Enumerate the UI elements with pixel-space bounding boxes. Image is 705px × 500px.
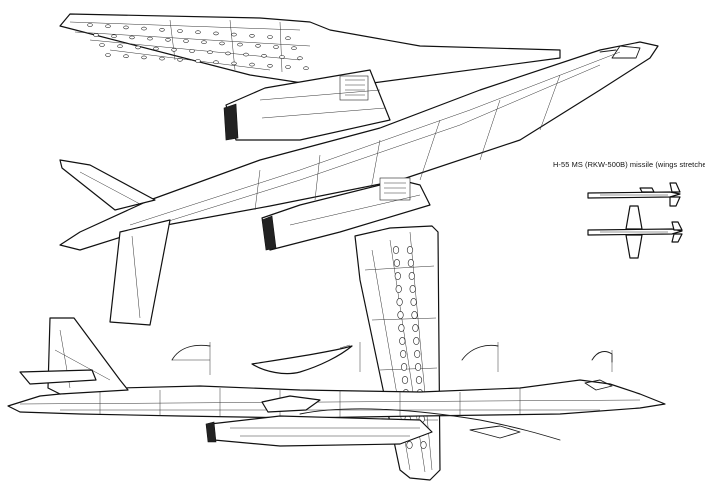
access-panel	[415, 376, 423, 384]
access-panel	[141, 26, 147, 31]
access-panel	[395, 285, 402, 293]
access-panel	[412, 324, 419, 332]
access-panel	[267, 35, 273, 39]
side-view-tail-fin	[19, 317, 129, 395]
access-panel	[207, 50, 213, 55]
access-panel	[243, 52, 249, 57]
access-panel	[213, 60, 219, 65]
access-panel	[129, 35, 135, 40]
access-panel	[392, 246, 400, 254]
access-panel	[195, 30, 201, 35]
access-panel	[105, 24, 111, 29]
access-panel	[237, 42, 243, 47]
access-panel	[273, 45, 279, 49]
access-panel	[123, 54, 129, 59]
access-panel	[398, 324, 405, 332]
access-panel	[159, 27, 165, 32]
side-view-fuselage	[7, 379, 666, 419]
missile-caption: H-55 MS (RKW-500B) missile (wings stretc…	[553, 160, 705, 169]
section-profile-right	[461, 342, 613, 372]
top-view-left-wing	[59, 13, 561, 89]
access-panel	[406, 441, 413, 449]
access-panel	[410, 298, 417, 306]
access-panel	[231, 61, 237, 66]
access-panel	[420, 441, 427, 449]
access-panel	[401, 376, 409, 384]
access-panel	[285, 36, 291, 41]
section-profile-left	[171, 342, 211, 375]
access-panel	[219, 41, 225, 46]
access-panel	[231, 32, 237, 37]
access-panel	[171, 47, 177, 52]
section-profile-wing-shape	[251, 342, 361, 375]
access-panel	[401, 363, 408, 371]
access-panel	[249, 33, 255, 38]
access-panel	[213, 31, 219, 36]
access-panel	[406, 246, 414, 254]
access-panel	[165, 37, 171, 42]
access-panel	[225, 51, 231, 56]
access-panel	[291, 46, 297, 51]
access-panel	[87, 23, 93, 27]
top-view-fuselage	[59, 41, 659, 251]
access-panel	[261, 53, 267, 58]
top-view-tail	[59, 159, 171, 326]
access-panel	[201, 40, 207, 45]
side-view-wing-and-nacelle	[205, 395, 561, 447]
access-panel	[393, 259, 401, 267]
missile-top-view	[587, 205, 683, 259]
access-panel	[394, 272, 401, 280]
access-panel	[396, 298, 403, 306]
top-view-engine-nacelle-lower	[261, 177, 431, 251]
access-panel	[159, 56, 165, 61]
access-panel	[135, 45, 141, 50]
access-panel	[400, 350, 407, 358]
access-panel	[117, 44, 123, 49]
access-panel	[415, 363, 422, 371]
access-panel	[297, 56, 303, 61]
top-view-engine-nacelle-upper	[223, 69, 391, 141]
access-panel	[303, 66, 309, 70]
access-panel	[183, 39, 189, 43]
access-panel	[267, 64, 273, 68]
access-panel	[408, 272, 415, 280]
access-panel	[411, 311, 418, 319]
access-panel	[123, 25, 129, 30]
access-panel	[177, 57, 183, 62]
access-panel	[397, 311, 404, 319]
access-panel	[279, 55, 285, 59]
access-panel	[189, 49, 195, 53]
access-panel	[153, 46, 159, 51]
access-panel	[407, 259, 415, 267]
access-panel	[249, 62, 255, 67]
access-panel	[177, 29, 183, 33]
access-panel	[105, 53, 111, 57]
access-panel	[141, 55, 147, 60]
access-panel	[195, 59, 201, 63]
access-panel	[147, 36, 153, 41]
missile-side-view	[587, 182, 681, 207]
access-panel	[255, 43, 261, 48]
access-panel	[99, 43, 105, 47]
top-wing-access-panels	[87, 23, 309, 70]
access-panel	[111, 34, 117, 39]
access-panel	[414, 350, 421, 358]
access-panel	[399, 337, 406, 345]
access-panel	[413, 337, 420, 345]
access-panel	[93, 33, 99, 37]
access-panel	[285, 65, 291, 69]
access-panel	[409, 285, 416, 293]
